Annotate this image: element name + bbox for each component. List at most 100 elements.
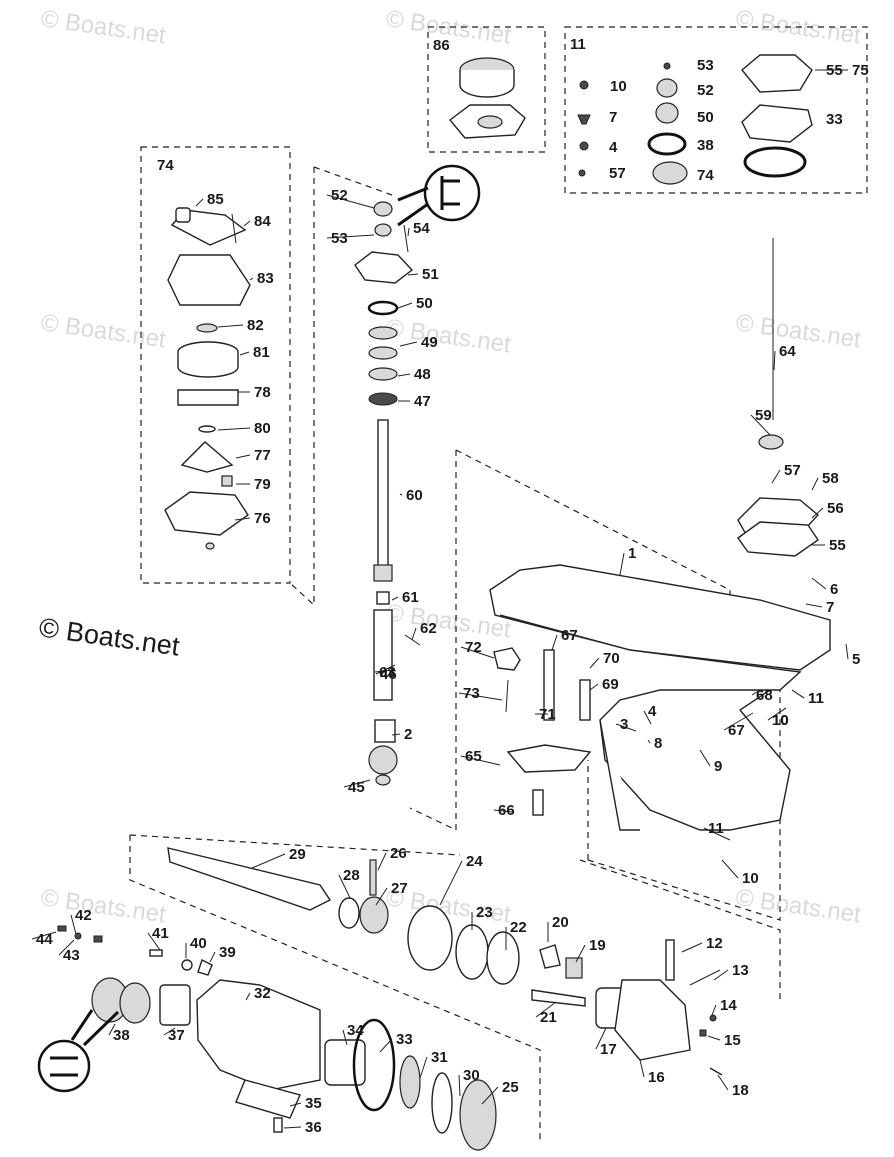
kit-73-box xyxy=(140,146,291,584)
part-callout: 77 xyxy=(254,447,271,464)
part-callout: 16 xyxy=(648,1069,665,1086)
part-callout: 51 xyxy=(422,266,439,283)
part-callout: 19 xyxy=(589,937,606,954)
part-callout: 72 xyxy=(465,639,482,656)
leader-line xyxy=(234,517,251,521)
leader-line xyxy=(460,646,495,659)
part-callout: 4 xyxy=(609,139,618,156)
part-callout: 34 xyxy=(347,1022,364,1039)
part-callout: 47 xyxy=(414,393,431,410)
leader-line xyxy=(391,596,399,601)
part-callout: 61 xyxy=(402,589,419,606)
leader-line xyxy=(439,860,463,906)
part-callout: 12 xyxy=(706,935,723,952)
leader-line xyxy=(721,859,739,879)
leader-line xyxy=(493,809,513,813)
part-callout: 7 xyxy=(609,109,617,126)
leader-line xyxy=(811,507,824,519)
part-callout: 63 xyxy=(379,664,396,681)
part-callout: 85 xyxy=(207,191,224,208)
part-callout: 5 xyxy=(852,651,860,668)
leader-line xyxy=(397,302,413,309)
seal-detail-icon xyxy=(37,1009,120,1093)
leader-line xyxy=(375,664,396,675)
part-callout: 10 xyxy=(610,78,627,95)
leader-line xyxy=(31,931,57,940)
part-callout: 11 xyxy=(570,36,586,53)
part-callout: 8 xyxy=(654,735,662,752)
leader-line xyxy=(407,273,419,276)
part-callout: 84 xyxy=(254,213,271,230)
part-callout: 56 xyxy=(827,500,844,517)
part-callout: 27 xyxy=(391,880,408,897)
leader-line xyxy=(773,350,776,371)
part-callout: 86 xyxy=(433,37,450,54)
part-callout: 55 xyxy=(829,537,846,554)
part-callout: 80 xyxy=(254,420,271,437)
part-callout: 41 xyxy=(152,925,169,942)
part-callout: 25 xyxy=(502,1079,519,1096)
part-callout: 10 xyxy=(772,712,789,729)
part-callout: 75 xyxy=(852,62,869,79)
part-callout: 45 xyxy=(348,779,365,796)
leader-line xyxy=(811,577,827,590)
leader-line xyxy=(845,643,849,660)
callout-layer: 1234567891010101111111213141516171819202… xyxy=(31,36,869,1136)
part-callout: 82 xyxy=(247,317,264,334)
watermark-text: © Boats.net xyxy=(734,884,863,928)
leader-line xyxy=(681,942,703,953)
leader-line xyxy=(379,1038,393,1053)
leader-line xyxy=(458,692,503,701)
part-callout: 68 xyxy=(756,687,773,704)
leader-line xyxy=(235,454,251,459)
watermark-text: © Boats.net xyxy=(39,884,168,928)
leader-line xyxy=(377,852,387,871)
leader-line xyxy=(283,1126,302,1129)
leader-line xyxy=(209,951,216,963)
leader-line xyxy=(147,932,161,951)
part-callout: 22 xyxy=(510,919,527,936)
part-callout: 11 xyxy=(808,690,824,707)
leader-line xyxy=(342,1029,348,1046)
leader-line xyxy=(771,469,781,484)
part-callout: 31 xyxy=(431,1049,448,1066)
leader-line xyxy=(750,414,771,436)
leader-line xyxy=(251,853,286,869)
part-callout: 35 xyxy=(305,1095,322,1112)
leader-line xyxy=(217,324,244,328)
part-callout: 53 xyxy=(697,57,714,74)
leader-line xyxy=(195,198,204,207)
part-callout: 58 xyxy=(822,470,839,487)
watermark-text: © Boats.net xyxy=(39,309,168,353)
part-callout: 6 xyxy=(830,581,838,598)
part-callout: 33 xyxy=(826,111,843,128)
part-callout: 38 xyxy=(113,1027,130,1044)
leader-line xyxy=(391,733,401,736)
leader-line xyxy=(595,1027,607,1050)
watermark-text: © Boats.net xyxy=(384,314,513,358)
part-callout: 33 xyxy=(396,1031,413,1048)
kit-85-box xyxy=(427,26,546,153)
part-callout: 1 xyxy=(628,545,636,562)
leader-line xyxy=(805,603,823,608)
leader-line xyxy=(70,914,77,935)
watermark-text: © Boats.net xyxy=(39,5,168,49)
part-callout: 81 xyxy=(253,344,270,361)
part-callout: 50 xyxy=(416,295,433,312)
part-callout: 7 xyxy=(826,599,834,616)
part-callout: 14 xyxy=(720,997,737,1014)
leader-line xyxy=(643,710,652,725)
part-callout: 74 xyxy=(157,157,174,174)
part-callout: 17 xyxy=(600,1041,617,1058)
part-callout: 78 xyxy=(254,384,271,401)
part-callout: 76 xyxy=(254,510,271,527)
leader-line xyxy=(639,1059,645,1078)
leader-line xyxy=(723,712,754,731)
part-callout: 37 xyxy=(168,1027,185,1044)
leader-line xyxy=(458,1074,461,1097)
part-callout: 57 xyxy=(609,165,626,182)
part-callout: 53 xyxy=(331,230,348,247)
leader-line xyxy=(343,779,371,788)
part-callout: 55 xyxy=(826,62,843,79)
